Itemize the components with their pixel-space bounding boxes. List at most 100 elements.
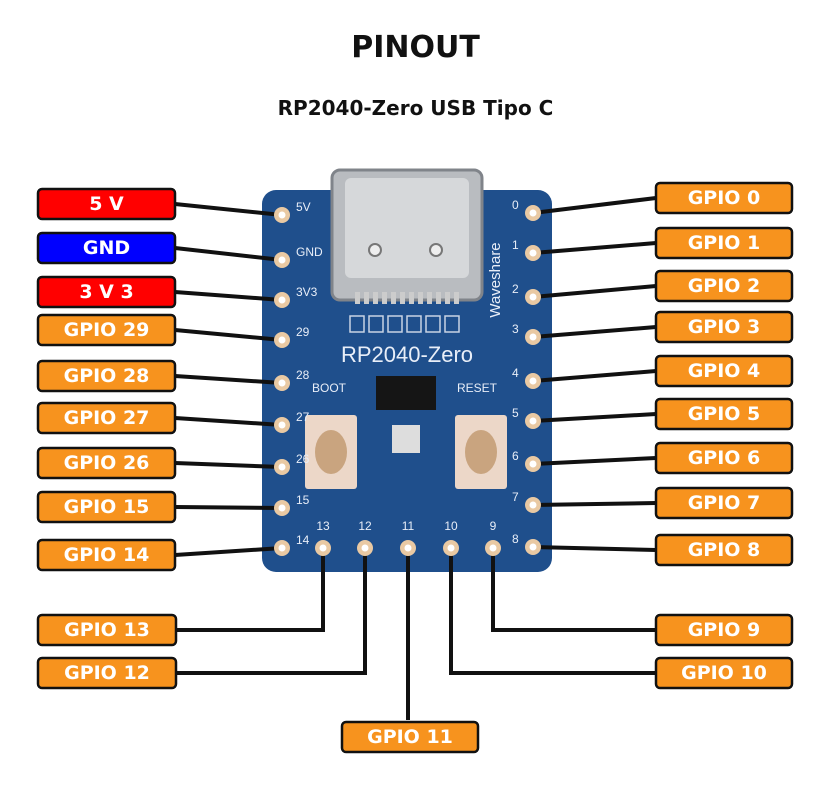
pin-hole (529, 377, 537, 385)
pin-hole (529, 333, 537, 341)
pin-hole (278, 544, 286, 552)
pin-wire (174, 328, 283, 342)
pin-label-gpio3 (654, 310, 794, 344)
rgb-led (392, 425, 420, 453)
pin-label-gpio5-text: GPIO 5 (688, 403, 761, 425)
pin-label-gnd (36, 231, 177, 265)
pin-wire (532, 241, 657, 255)
usb-contact (409, 292, 414, 304)
pin-label-gpio5 (654, 397, 794, 431)
pin-label-gpio10-text: GPIO 10 (681, 662, 767, 684)
pin-hole (278, 379, 286, 387)
smd-component (387, 315, 403, 333)
pin-label-gpio7-text: GPIO 7 (688, 492, 761, 514)
pin-hole (447, 544, 455, 552)
pin-label-gpio9 (654, 613, 794, 647)
pin-silk-label: 1 (512, 238, 519, 252)
pin-hole (404, 544, 412, 552)
pin-label-gpio11 (340, 720, 480, 754)
pin-label-gpio12-text: GPIO 12 (64, 662, 150, 684)
reset-label: RESET (457, 381, 498, 395)
usb-contact (418, 292, 423, 304)
usb-mount-hole (429, 243, 443, 257)
pin-silk-label: 12 (358, 519, 372, 533)
pin-label-gnd-text: GND (83, 237, 130, 259)
pin-silk-label: 10 (444, 519, 458, 533)
pin-label-27 (36, 401, 177, 435)
pin-label-gpio2-text: GPIO 2 (688, 275, 761, 297)
pin-label-gpio1-text: GPIO 1 (688, 232, 761, 254)
pin-label-gpio6-text: GPIO 6 (688, 447, 761, 469)
pin-label-gpio8-text: GPIO 8 (688, 539, 761, 561)
usb-c-shell (345, 178, 469, 278)
pin-label-gpio2 (654, 269, 794, 303)
pin-label-gpio10 (654, 656, 794, 690)
pin-label-gpio6 (654, 441, 794, 475)
pin-label-gpio9-text: GPIO 9 (688, 619, 761, 641)
pin-label-14-text: GPIO 14 (64, 544, 150, 566)
usb-mount-hole (368, 243, 382, 257)
page-subtitle: RP2040-Zero USB Tipo C (277, 96, 554, 120)
pin-hole (529, 249, 537, 257)
pin-wire (174, 290, 283, 302)
pin-silk-label: 5 (512, 406, 519, 420)
usb-contact (355, 292, 360, 304)
pin-silk-label: 9 (490, 519, 497, 533)
usb-contact (391, 292, 396, 304)
flash-chip (376, 376, 436, 410)
pin-hole (278, 336, 286, 344)
pin-label-gpio13-text: GPIO 13 (64, 619, 150, 641)
pin-wire (174, 505, 283, 510)
pin-hole (278, 256, 286, 264)
pin-wire (174, 374, 283, 385)
smd-component (425, 315, 441, 333)
pin-label-gpio13 (36, 613, 178, 647)
pin-silk-label: 29 (296, 325, 310, 339)
pin-silk-label: 14 (296, 533, 310, 547)
pin-silk-label: 11 (402, 519, 415, 533)
pin-silk-label: 8 (512, 532, 519, 546)
pin-hole (278, 421, 286, 429)
pin-wire (174, 246, 283, 262)
pin-label-5v (36, 187, 177, 221)
pin-wire (532, 501, 657, 507)
pin-silk-label: 27 (296, 410, 310, 424)
button-cap (315, 430, 347, 474)
pin-hole (529, 501, 537, 509)
pin-label-28-text: GPIO 28 (64, 365, 150, 387)
pin-wire (176, 548, 325, 632)
page-title: PINOUT (351, 30, 480, 65)
pin-label-gpio12 (36, 656, 178, 690)
pin-label-gpio0 (654, 181, 794, 215)
pin-hole (529, 417, 537, 425)
pin-wire (174, 546, 283, 557)
smd-component (349, 315, 365, 333)
pin-label-gpio3-text: GPIO 3 (688, 316, 761, 338)
pin-wire (532, 456, 657, 466)
board-name: RP2040-Zero (341, 342, 473, 367)
pin-silk-label: 15 (296, 493, 310, 507)
pin-silk-label: 26 (296, 452, 310, 466)
pin-silk-label: 3 (512, 322, 519, 336)
pin-silk-label: 7 (512, 490, 519, 504)
pin-label-5v-text: 5 V (89, 193, 124, 215)
pin-label-gpio7 (654, 486, 794, 520)
pin-silk-label: 3V3 (296, 285, 318, 299)
pin-wire (491, 548, 656, 632)
pin-wire (532, 369, 657, 383)
pin-wire (532, 412, 657, 423)
pin-wire (449, 548, 656, 675)
pin-label-gpio11-text: GPIO 11 (367, 726, 453, 748)
smd-component (444, 315, 460, 333)
pin-wire (532, 196, 657, 215)
pin-label-15-text: GPIO 15 (64, 496, 150, 518)
pin-label-14 (36, 538, 177, 572)
pin-label-gpio4-text: GPIO 4 (688, 360, 761, 382)
boot-label: BOOT (312, 381, 347, 395)
pin-label-gpio0-text: GPIO 0 (688, 187, 761, 209)
usb-contact (400, 292, 405, 304)
pin-label-gpio8 (654, 533, 794, 567)
pin-silk-label: 28 (296, 368, 310, 382)
